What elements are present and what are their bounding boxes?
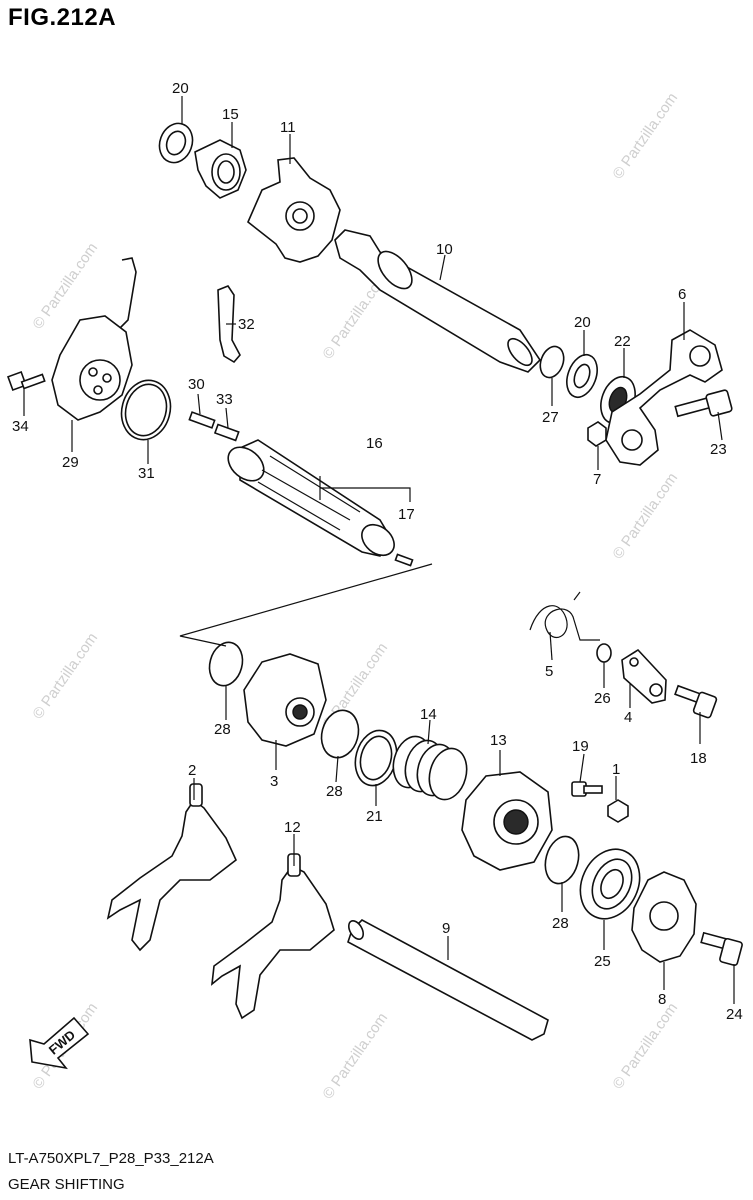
callout-label: 7 — [593, 471, 601, 488]
part-circlip-28a — [208, 641, 244, 687]
watermark: © Partzilla.com — [609, 470, 681, 563]
callout-label: 2 — [188, 762, 196, 779]
part-cover-29 — [51, 257, 137, 421]
callout-label: 16 — [366, 435, 383, 452]
section-name: GEAR SHIFTING — [8, 1176, 125, 1193]
callout-label: 3 — [270, 773, 278, 790]
callout-label: 20 — [574, 314, 591, 331]
callout-label: 4 — [624, 709, 632, 726]
callout-label: 6 — [678, 286, 686, 303]
part-nut-1 — [607, 799, 629, 823]
callout-label: 26 — [594, 690, 611, 707]
part-cam-3 — [243, 653, 327, 747]
callout-label: 28 — [326, 783, 343, 800]
callout-label: 22 — [614, 333, 631, 350]
part-circlip-28b — [320, 709, 360, 759]
part-washer-26 — [596, 643, 612, 663]
part-spring-15 — [194, 139, 247, 199]
part-gear-8 — [631, 871, 697, 963]
model-code: LT-A750XPL7_P28_P33_212A — [8, 1150, 214, 1167]
callout-labels: 20 15 11 10 6 20 22 32 27 7 23 29 34 30 … — [12, 80, 743, 1023]
watermark: © Partzilla.com — [29, 630, 101, 723]
part-spring-14 — [392, 735, 468, 801]
part-shift-shaft-10 — [334, 229, 542, 373]
part-pin-30 — [188, 411, 216, 429]
callout-label: 28 — [552, 915, 569, 932]
part-rod-9 — [347, 919, 549, 1041]
callout-label: 23 — [710, 441, 727, 458]
part-fork-2 — [106, 783, 237, 952]
callout-label: 15 — [222, 106, 239, 123]
watermark: © Partzilla.com — [319, 1010, 391, 1103]
callout-label: 32 — [238, 316, 255, 333]
callout-label: 24 — [726, 1006, 743, 1023]
part-linkage-6 — [605, 329, 723, 466]
part-circlip-28c — [544, 835, 580, 885]
callout-label: 28 — [214, 721, 231, 738]
callout-label: 27 — [542, 409, 559, 426]
part-washer-20 — [158, 122, 194, 164]
part-spring-33 — [213, 423, 240, 442]
guide-lines — [23, 96, 735, 1004]
callout-label: 20 — [172, 80, 189, 97]
part-washer-20b — [566, 353, 598, 399]
callout-label: 5 — [545, 663, 553, 680]
part-spring-5 — [529, 591, 600, 641]
callout-label: 11 — [280, 119, 296, 136]
part-oring-31 — [120, 379, 172, 441]
callout-label: 33 — [216, 391, 233, 408]
callout-label: 1 — [612, 761, 620, 778]
watermark: © Partzilla.com — [609, 1000, 681, 1093]
callout-label: 25 — [594, 953, 611, 970]
part-nut-7 — [587, 421, 607, 447]
watermark: © Partzilla.com — [609, 90, 681, 183]
part-shift-drum-16 — [227, 439, 395, 557]
callout-label: 30 — [188, 376, 205, 393]
callout-label: 19 — [572, 738, 589, 755]
callout-label: 10 — [436, 241, 453, 258]
callout-label: 13 — [490, 732, 507, 749]
figure-title: FIG.212A — [8, 4, 117, 31]
callout-label: 8 — [658, 991, 666, 1008]
callout-label: 29 — [62, 454, 79, 471]
callout-label: 17 — [398, 506, 415, 523]
part-bolt-19 — [571, 781, 603, 797]
part-washer-21 — [354, 729, 398, 787]
part-circlip-27 — [539, 345, 565, 379]
callout-label: 34 — [12, 418, 29, 435]
callout-label: 21 — [366, 808, 383, 825]
part-bolt-23 — [674, 389, 733, 418]
callout-label: 18 — [690, 750, 707, 767]
part-bolt-34 — [7, 371, 46, 391]
part-fork-12 — [210, 853, 335, 1020]
part-plate-4 — [621, 648, 667, 704]
part-bolt-24 — [700, 931, 743, 967]
part-pin-17 — [394, 553, 414, 567]
part-cam-13 — [461, 771, 553, 871]
fwd-arrow-icon: FWD — [29, 1016, 90, 1070]
callout-label: 12 — [284, 819, 301, 836]
part-shift-arm-11 — [247, 157, 341, 263]
callout-label: 14 — [420, 706, 437, 723]
callout-label: 9 — [442, 920, 450, 937]
part-bearing-25 — [579, 848, 641, 920]
callout-label: 31 — [138, 465, 155, 482]
part-bolt-18 — [674, 684, 718, 719]
